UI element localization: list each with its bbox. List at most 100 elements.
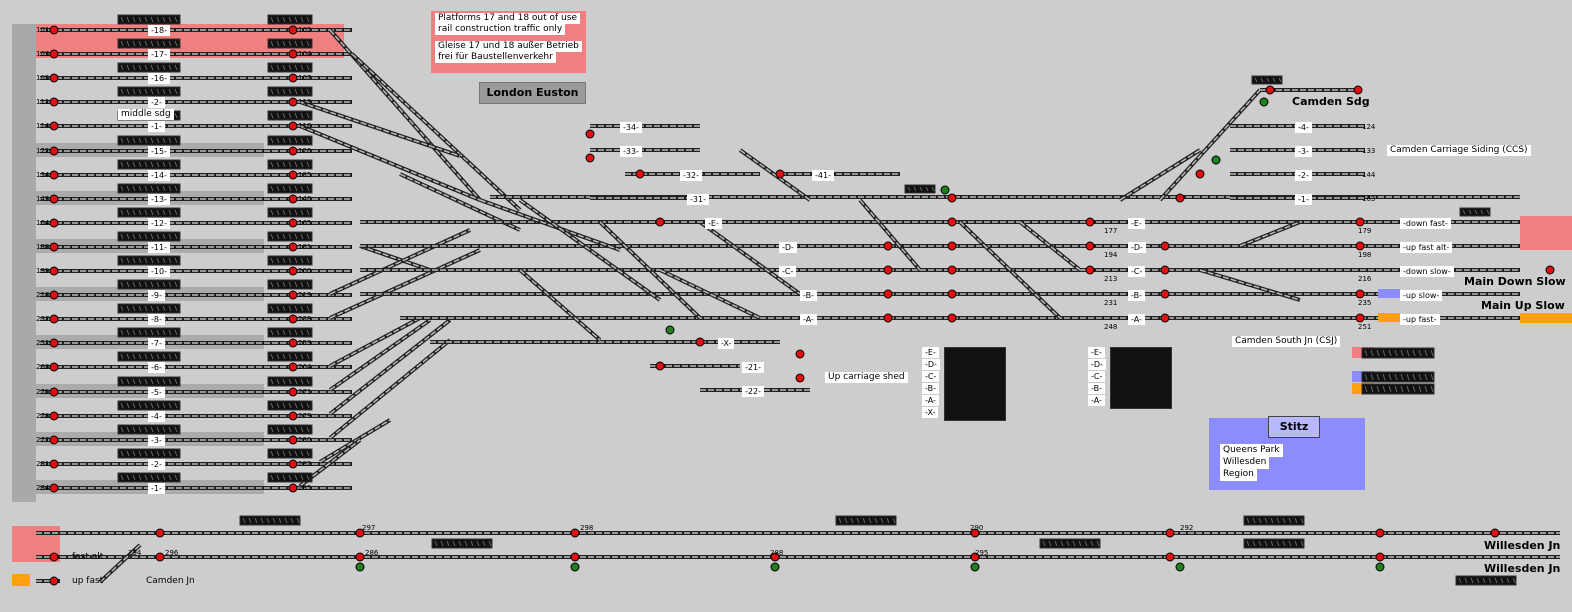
signal <box>1375 528 1385 538</box>
route-item[interactable]: -E- <box>1088 347 1105 358</box>
block-hatch <box>132 185 136 192</box>
signal-number: 124 <box>1362 123 1376 131</box>
route-item[interactable]: -D- <box>922 359 940 370</box>
main-line-label: -down slow- <box>1400 266 1454 277</box>
block-hatch <box>1394 373 1398 381</box>
track-segment-inner <box>99 544 141 583</box>
block-hatch <box>144 64 148 71</box>
closed-line-marker <box>1520 216 1572 250</box>
route-item[interactable]: -C- <box>1088 371 1106 382</box>
block-hatch <box>144 233 148 240</box>
block-hatch <box>282 426 286 433</box>
up-slow-marker <box>1378 289 1400 298</box>
block-hatch <box>138 474 142 481</box>
signal-green <box>1211 155 1221 165</box>
route-item[interactable]: -A- <box>1088 395 1105 406</box>
platform-number: -7- <box>148 338 165 349</box>
block-indicator <box>117 327 181 338</box>
block-hatch <box>150 450 154 457</box>
block-hatch <box>288 305 292 312</box>
route-item[interactable]: -B- <box>1088 383 1105 394</box>
signal-number: 282 <box>298 460 312 468</box>
block-hatch <box>1382 385 1386 393</box>
block-hatch <box>296 517 300 524</box>
route-item[interactable]: -B- <box>922 383 939 394</box>
block-hatch <box>132 209 136 216</box>
block-hatch <box>1042 540 1046 547</box>
block-hatch <box>282 88 286 95</box>
block-hatch <box>306 88 310 95</box>
block-hatch <box>294 329 298 336</box>
block-hatch <box>1400 373 1404 381</box>
block-hatch <box>120 402 124 409</box>
right-track-label: -B- <box>1128 290 1145 301</box>
block-hatch <box>132 64 136 71</box>
platform-number: -10- <box>148 266 170 277</box>
route-item[interactable]: -D- <box>1088 359 1106 370</box>
block-hatch <box>162 450 166 457</box>
block-hatch <box>464 540 468 547</box>
block-hatch <box>270 402 274 409</box>
platform-number: -3- <box>148 435 165 446</box>
block-hatch <box>132 233 136 240</box>
main-line-label: -up fast- <box>1400 314 1440 325</box>
route-item[interactable]: -C- <box>922 371 940 382</box>
block-indicator <box>117 38 181 49</box>
block-hatch <box>300 450 304 457</box>
signal <box>770 552 780 562</box>
block-hatch <box>1254 77 1258 83</box>
block-hatch <box>132 281 136 288</box>
route-item[interactable]: -A- <box>922 395 939 406</box>
platform-number: -8- <box>148 314 165 325</box>
block-hatch <box>1424 385 1428 393</box>
block-hatch <box>306 450 310 457</box>
block-hatch <box>168 305 172 312</box>
signal <box>1355 289 1365 299</box>
block-hatch <box>282 305 286 312</box>
mid-track-label: -33- <box>620 146 642 157</box>
block-hatch <box>156 450 160 457</box>
block-hatch <box>306 281 310 288</box>
block-hatch <box>440 540 444 547</box>
signal-green <box>665 325 675 335</box>
route-item[interactable]: -X- <box>922 407 939 418</box>
block-hatch <box>1376 385 1380 393</box>
block-layer <box>117 14 1517 586</box>
block-hatch <box>270 378 274 385</box>
route-item[interactable]: -E- <box>922 347 939 358</box>
block-hatch <box>120 209 124 216</box>
signal-number: 270 <box>36 388 50 396</box>
signal <box>49 121 59 131</box>
block-hatch <box>270 88 274 95</box>
signal <box>355 552 365 562</box>
block-hatch <box>1260 77 1264 83</box>
block-hatch <box>126 137 130 144</box>
signal <box>883 289 893 299</box>
up-carriage-shed-label: Up carriage shed <box>825 372 908 383</box>
block-hatch <box>300 16 304 23</box>
signal-number: 238 <box>298 315 312 323</box>
block-hatch <box>931 186 935 192</box>
block-hatch <box>174 88 178 95</box>
block-hatch <box>300 40 304 47</box>
block-hatch <box>300 426 304 433</box>
block-hatch <box>1376 349 1380 357</box>
block-hatch <box>174 353 178 360</box>
signal <box>288 459 298 469</box>
block-indicator <box>117 400 181 411</box>
block-hatch <box>168 185 172 192</box>
mid-track-label: -D- <box>779 242 797 253</box>
block-hatch <box>1470 577 1474 584</box>
block-hatch <box>850 517 854 524</box>
block-hatch <box>1272 77 1276 83</box>
block-hatch <box>276 305 280 312</box>
block-hatch <box>168 209 172 216</box>
block-hatch <box>144 16 148 23</box>
signal <box>49 73 59 83</box>
signal <box>288 435 298 445</box>
block-hatch <box>120 16 124 23</box>
block-hatch <box>120 353 124 360</box>
notice-box: Platforms 17 and 18 out of use rail cons… <box>431 11 586 73</box>
block-hatch <box>270 161 274 168</box>
block-hatch <box>282 281 286 288</box>
